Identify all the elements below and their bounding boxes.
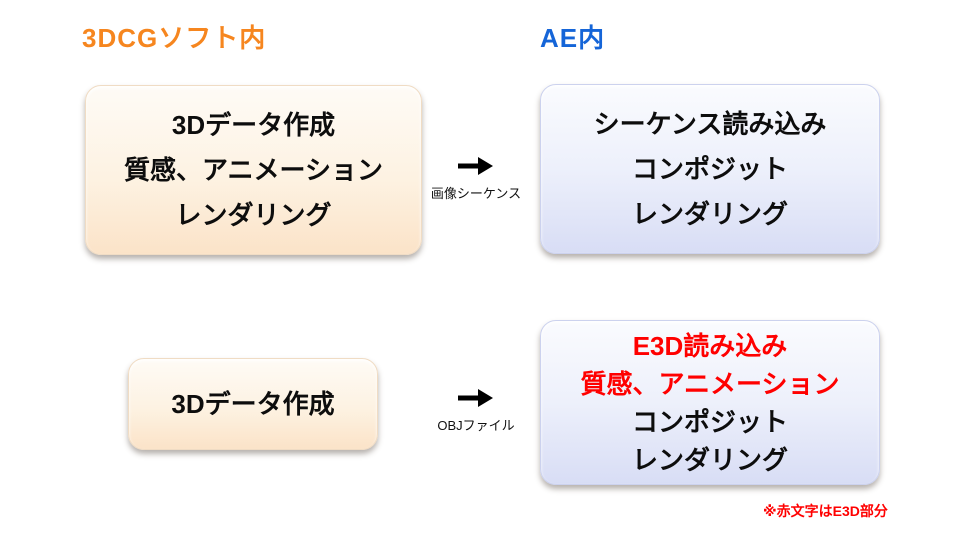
section-heading-3dcg: 3DCGソフト内: [82, 23, 267, 53]
flow-arrow-image-sequence: 画像シーケンス: [430, 156, 522, 202]
node-text-line: 質感、アニメーション: [124, 154, 383, 185]
node-ae-sequence-workflow: シーケンス読み込み コンポジット レンダリング: [540, 84, 880, 254]
node-text-line: レンダリング: [175, 199, 332, 230]
node-ae-e3d-workflow: E3D読み込み 質感、アニメーション コンポジット レンダリング: [540, 320, 880, 485]
right-arrow-icon: [458, 157, 493, 175]
node-3dcg-full-workflow: 3Dデータ作成 質感、アニメーション レンダリング: [85, 85, 422, 255]
node-text-line: レンダリング: [631, 444, 788, 475]
node-text-line-e3d: 質感、アニメーション: [580, 368, 840, 399]
node-text-line: 3Dデータ作成: [171, 389, 335, 419]
node-text-line: 3Dデータ作成: [171, 109, 336, 140]
arrow-label: OBJファイル: [437, 418, 515, 433]
section-heading-ae: AE内: [540, 23, 606, 53]
footnote-e3d-red-text: ※赤文字はE3D部分: [763, 503, 888, 519]
node-text-line-e3d: E3D読み込み: [632, 330, 788, 361]
arrow-label: 画像シーケンス: [430, 186, 522, 201]
node-text-line: コンポジット: [631, 406, 788, 437]
right-arrow-icon: [458, 389, 493, 407]
flow-arrow-obj-file: OBJファイル: [430, 388, 522, 434]
node-text-line: レンダリング: [631, 198, 788, 229]
node-3dcg-data-only: 3Dデータ作成: [128, 358, 378, 450]
node-text-line: コンポジット: [631, 153, 788, 184]
node-text-line: シーケンス読み込み: [593, 108, 827, 139]
